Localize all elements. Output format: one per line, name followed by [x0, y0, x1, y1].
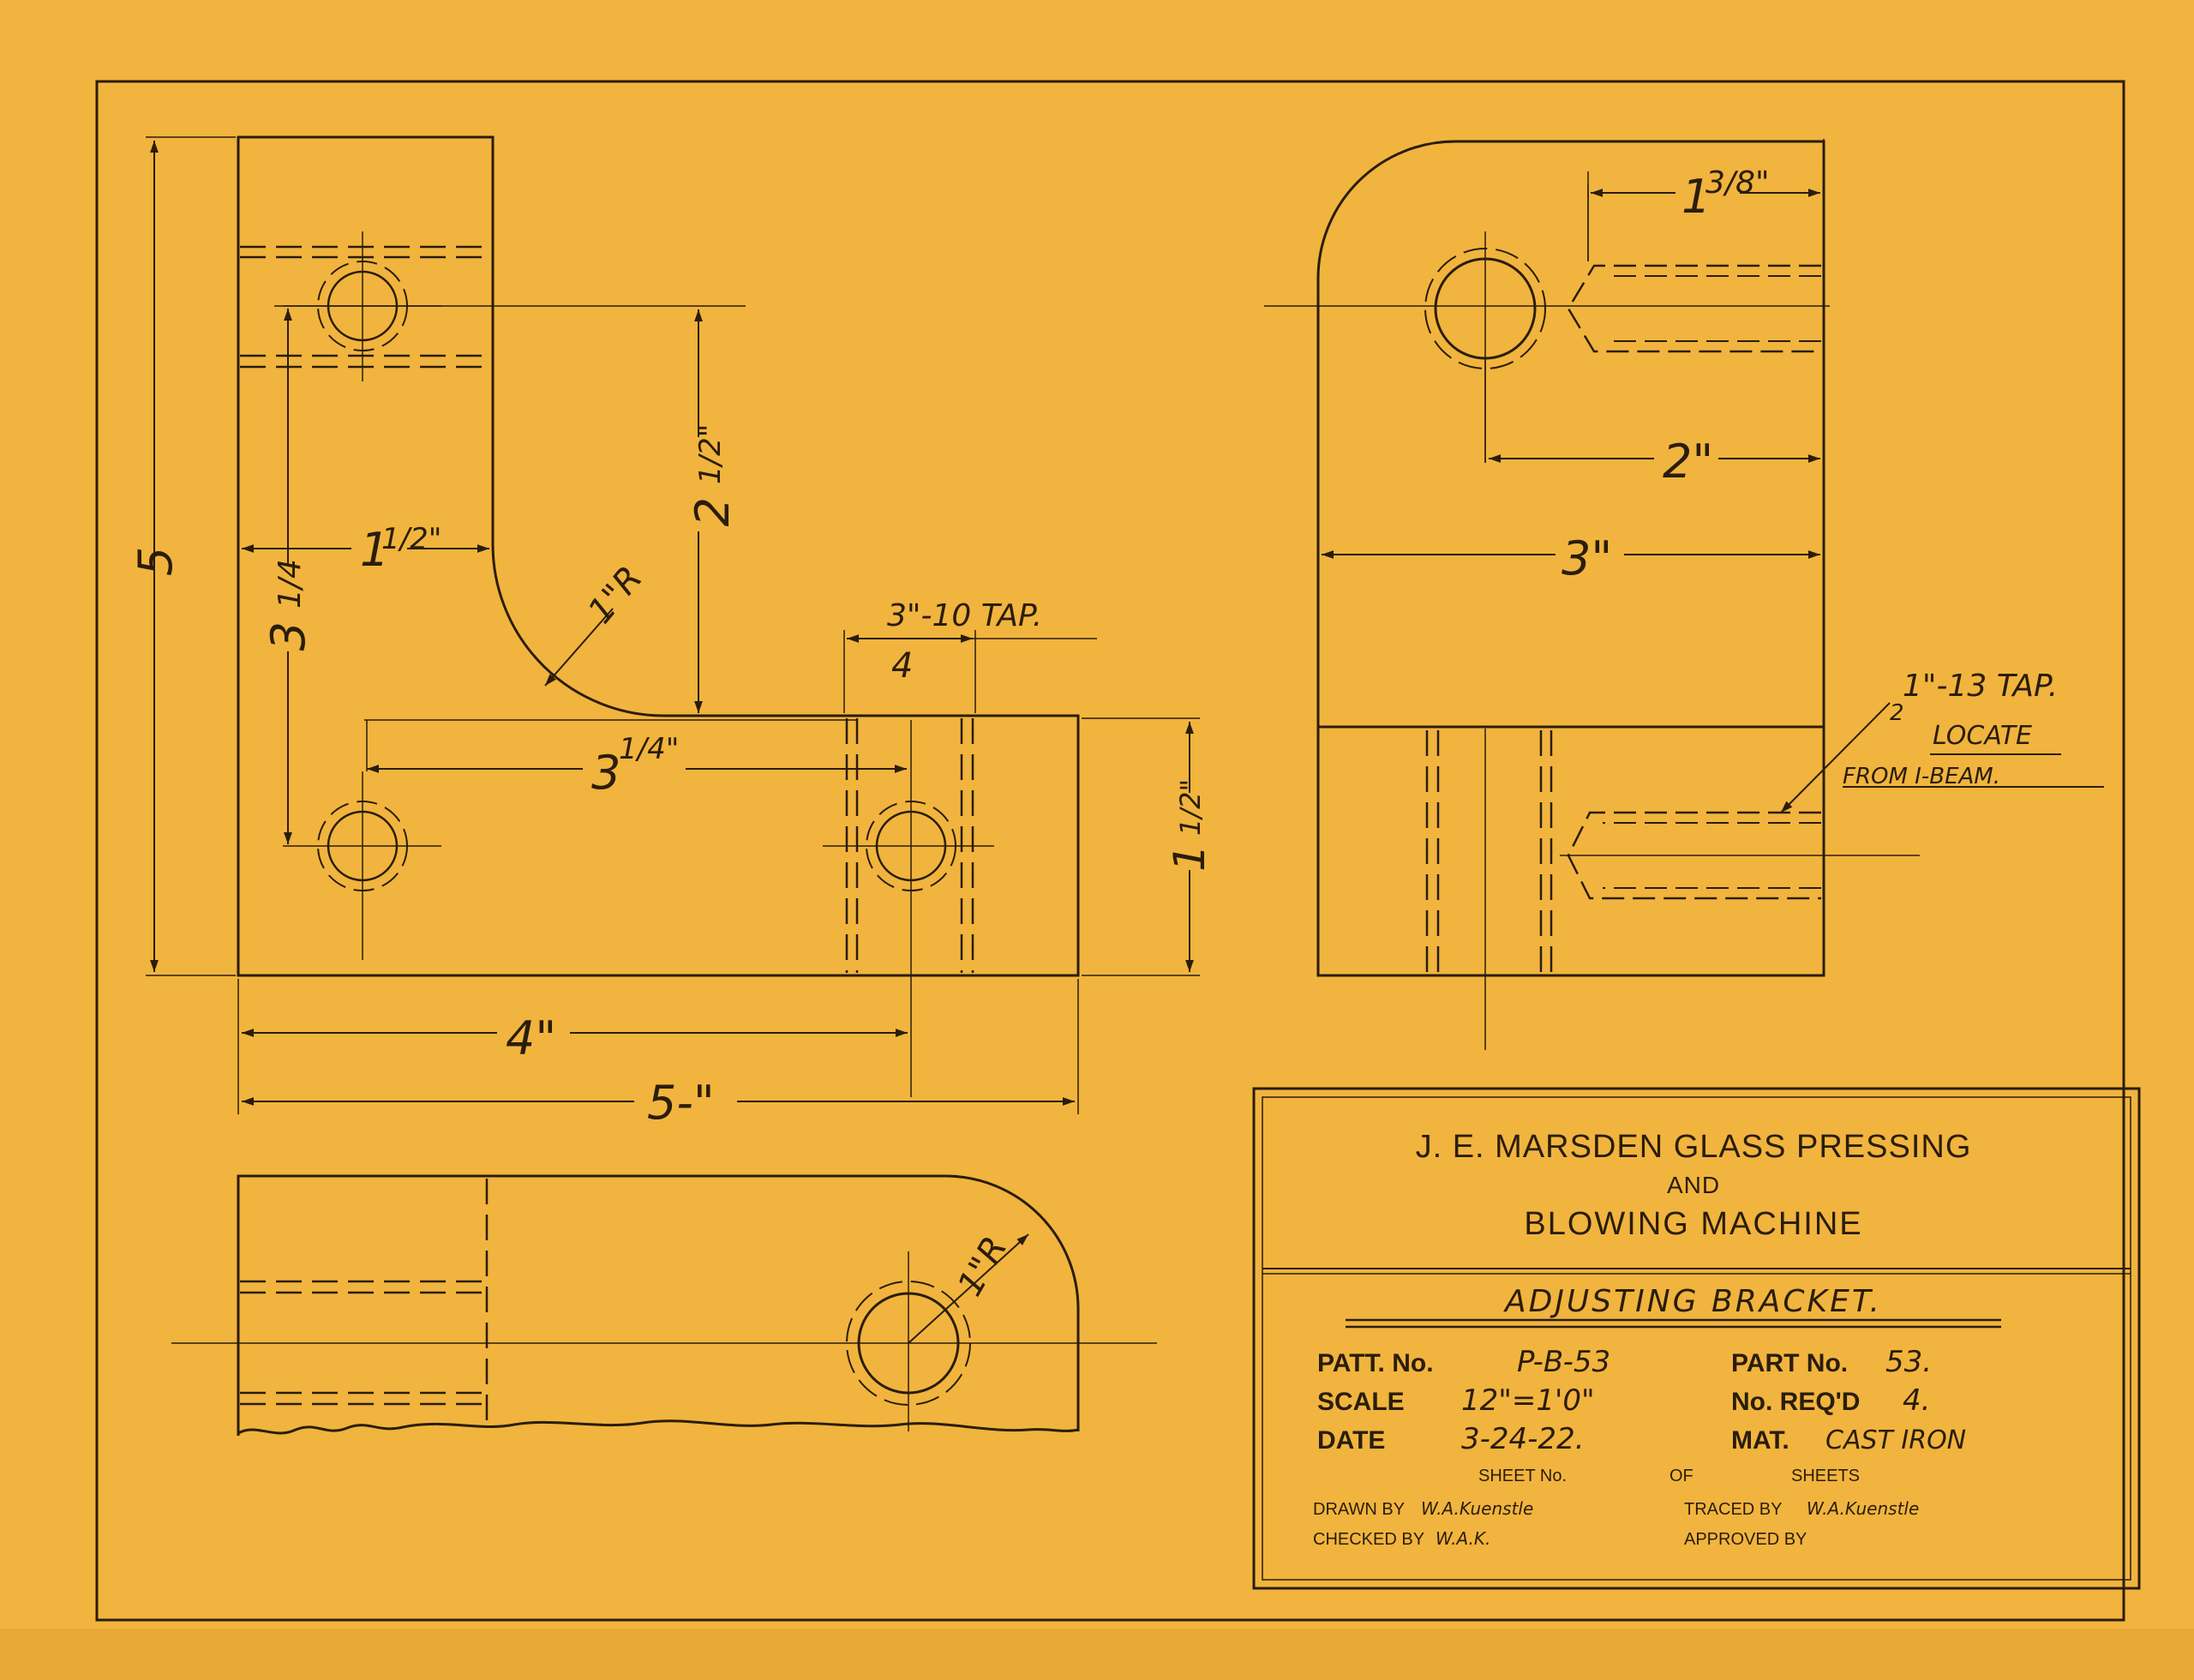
dim-plan-radius: 1"R — [950, 1230, 1016, 1303]
sheets-label: SHEETS — [1791, 1467, 1860, 1485]
dim-slot-height: 2 1/2" — [686, 424, 740, 527]
svg-text:2: 2 — [686, 497, 740, 526]
dim-inner-width: 1 1/2" — [360, 522, 441, 577]
title-line-2: AND — [1667, 1172, 1720, 1198]
approved-label: APPROVED BY — [1684, 1530, 1807, 1549]
dim-bottom-5: 5-" — [647, 1076, 715, 1130]
dim-hole-spacing-horizontal: 3 1/4" — [591, 732, 679, 800]
mat-value: CAST IRON — [1825, 1425, 1966, 1455]
scale-value: 12"=1'0" — [1461, 1383, 1595, 1418]
title-line-3: BLOWING MACHINE — [1524, 1206, 1862, 1242]
plan-view: 1"R — [171, 1174, 1157, 1436]
sheet-label: SHEET No. — [1478, 1467, 1567, 1485]
part-name: ADJUSTING BRACKET. — [1503, 1284, 1882, 1319]
dim-tap-top: 3"-10 TAP. 4 — [887, 598, 1042, 686]
svg-text:1: 1 — [360, 523, 389, 577]
front-view-outline — [237, 135, 1080, 977]
of-label: OF — [1669, 1467, 1693, 1485]
svg-text:1: 1 — [1681, 170, 1711, 224]
note-side-tap: 1"-13 TAP. 2 LOCATE FROM I-BEAM. — [1843, 669, 2104, 789]
svg-text:1/4: 1/4 — [273, 559, 308, 609]
plan-view-break-line — [237, 1419, 1079, 1435]
title-block-frame — [1252, 1087, 2141, 1590]
scale-label: SCALE — [1317, 1388, 1405, 1416]
side-view: 1 3/8" 2" 3" 1"-13 TAP. 2 LOCATE FROM I-… — [1264, 139, 2104, 1050]
drawn-value: W.A.Kuenstle — [1421, 1498, 1533, 1519]
date-label: DATE — [1317, 1426, 1385, 1455]
part-label: PART No. — [1731, 1349, 1848, 1377]
dim-foot-height: 1 1/2" — [1165, 779, 1214, 872]
paper-bottom-strip — [0, 1629, 2194, 1680]
front-view: 5 3 1/4 1 1/2" 2 1/2" 1"R 3"-10 TAP. 4 — [129, 135, 1214, 1130]
svg-text:4: 4 — [891, 646, 913, 686]
checked-value: W.A.K. — [1436, 1528, 1490, 1549]
svg-text:FROM I-BEAM.: FROM I-BEAM. — [1843, 764, 2000, 789]
svg-text:3: 3 — [591, 746, 620, 800]
dim-overall-height: 5 — [129, 547, 183, 576]
traced-label: TRACED BY — [1684, 1500, 1782, 1519]
plan-view-outline — [237, 1174, 1080, 1436]
part-value: 53. — [1885, 1345, 1932, 1379]
svg-text:1/2": 1/2" — [1174, 779, 1207, 836]
date-value: 3-24-22. — [1461, 1422, 1585, 1456]
drawn-label: DRAWN BY — [1313, 1500, 1405, 1519]
dim-side-3: 3" — [1562, 531, 1612, 585]
checked-label: CHECKED BY — [1313, 1530, 1424, 1549]
patt-value: P-B-53 — [1517, 1345, 1610, 1379]
title-block: J. E. MARSDEN GLASS PRESSING AND BLOWING… — [1252, 1087, 2141, 1590]
req-label: No. REQ'D — [1731, 1388, 1860, 1416]
req-value: 4. — [1903, 1383, 1930, 1418]
svg-text:2: 2 — [1890, 700, 1904, 726]
patt-label: PATT. No. — [1317, 1349, 1434, 1377]
drawing-border — [95, 80, 2125, 1622]
svg-text:1: 1 — [1165, 844, 1214, 872]
svg-text:LOCATE: LOCATE — [1933, 721, 2032, 751]
svg-text:3/8": 3/8" — [1705, 165, 1770, 201]
svg-text:1/2": 1/2" — [693, 424, 728, 484]
dim-side-2: 2" — [1663, 435, 1713, 489]
svg-text:3"-10 TAP.: 3"-10 TAP. — [887, 598, 1042, 633]
dim-fillet-radius: 1"R — [580, 559, 650, 631]
traced-value: W.A.Kuenstle — [1807, 1498, 1919, 1519]
svg-text:1/2": 1/2" — [381, 522, 441, 556]
svg-text:1"-13 TAP.: 1"-13 TAP. — [1903, 669, 2058, 704]
dim-bottom-4: 4" — [506, 1011, 556, 1065]
svg-text:1/4": 1/4" — [619, 732, 679, 766]
title-line-1: J. E. MARSDEN GLASS PRESSING — [1416, 1129, 1972, 1165]
side-view-outline — [1316, 140, 1825, 977]
mat-label: MAT. — [1731, 1426, 1789, 1455]
dim-side-1-3-8: 1 3/8" — [1681, 165, 1770, 224]
svg-text:3: 3 — [261, 621, 315, 651]
dim-hole-spacing-vertical: 3 1/4 — [261, 559, 315, 651]
